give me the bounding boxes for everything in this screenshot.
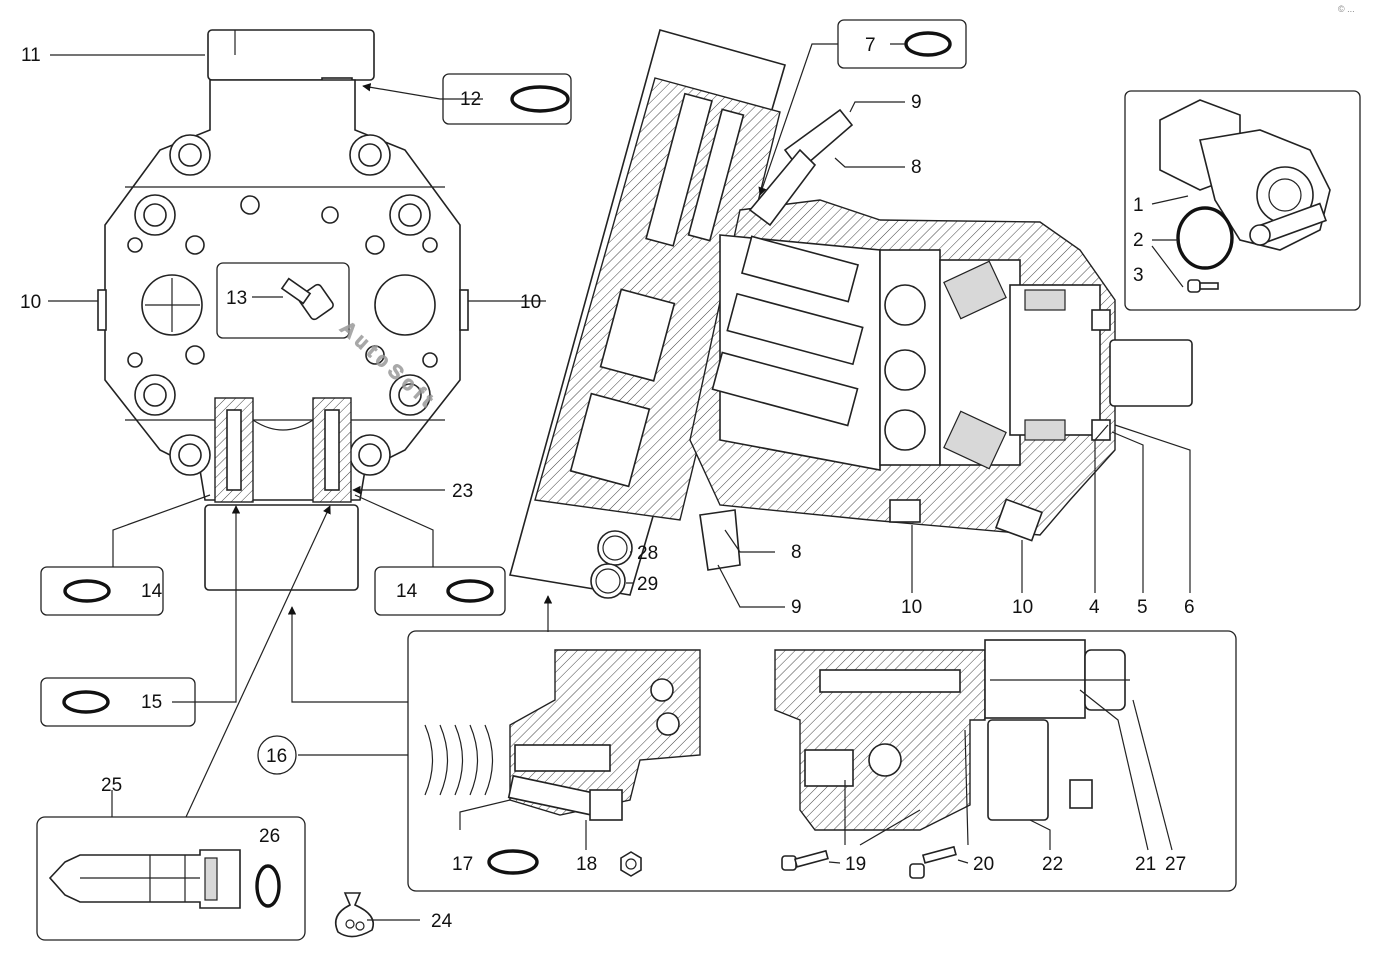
valve-panel: [407, 630, 1237, 892]
screw-icon: [1187, 279, 1219, 293]
callout-2: 2: [1133, 230, 1144, 251]
nut-icon: [620, 851, 642, 877]
callout-9: 9: [911, 92, 922, 113]
callout-10b: 10: [520, 292, 541, 313]
pump-assembly-icon: [1159, 99, 1331, 251]
callout-28: 28: [637, 543, 658, 564]
callout-29: 29: [637, 574, 658, 595]
callout-8b: 8: [791, 542, 802, 563]
screw-icon: [781, 845, 957, 879]
callout-16: 16: [266, 746, 287, 767]
callout-17: 17: [452, 854, 473, 875]
callout-5: 5: [1137, 597, 1148, 618]
callout-22: 22: [1042, 854, 1063, 875]
callout-11: 11: [21, 45, 41, 66]
callout-10a: 10: [20, 292, 41, 313]
callout-8: 8: [911, 157, 922, 178]
callout-14a: 14: [141, 581, 163, 602]
callout-labels: 1 2 3 4 5 6 7 8 8 9 9 10 10 10 10 11 12 …: [20, 4, 1355, 932]
pump-section-view: [508, 29, 1193, 599]
screw-icon: [280, 277, 334, 321]
callout-10d: 10: [1012, 597, 1033, 618]
callout-12: 12: [460, 89, 481, 110]
callout-box-14-left: [40, 566, 164, 616]
pump-front-view: [97, 29, 469, 591]
assembly-inset: [1124, 90, 1361, 311]
callout-24: 24: [431, 911, 453, 932]
callout-13: 13: [226, 288, 247, 309]
callout-27: 27: [1165, 854, 1186, 875]
bag-icon: [334, 892, 374, 938]
callout-7: 7: [865, 35, 876, 56]
callout-1: 1: [1133, 195, 1144, 216]
callout-25: 25: [101, 775, 122, 796]
callout-23: 23: [452, 481, 473, 502]
callout-box-14-right: [374, 566, 506, 616]
callout-9b: 9: [791, 597, 802, 618]
callout-19: 19: [845, 854, 866, 875]
leader-lines: [48, 30, 1191, 921]
callout-circle-16: [257, 735, 297, 775]
cartridge-panel: [36, 816, 306, 941]
callout-box-15: [40, 677, 196, 727]
callout-26: 26: [259, 826, 280, 847]
o-ring-icon: [487, 849, 539, 875]
callout-4: 4: [1089, 597, 1100, 618]
callout-3: 3: [1133, 265, 1144, 286]
corner-mark: © ...: [1338, 4, 1355, 14]
callout-21: 21: [1135, 854, 1156, 875]
callout-15: 15: [141, 692, 162, 713]
callout-18: 18: [576, 854, 597, 875]
o-ring-icon: [1176, 206, 1234, 270]
callout-6: 6: [1184, 597, 1195, 618]
callout-10c: 10: [901, 597, 922, 618]
callout-20: 20: [973, 854, 994, 875]
callout-14b: 14: [396, 581, 418, 602]
